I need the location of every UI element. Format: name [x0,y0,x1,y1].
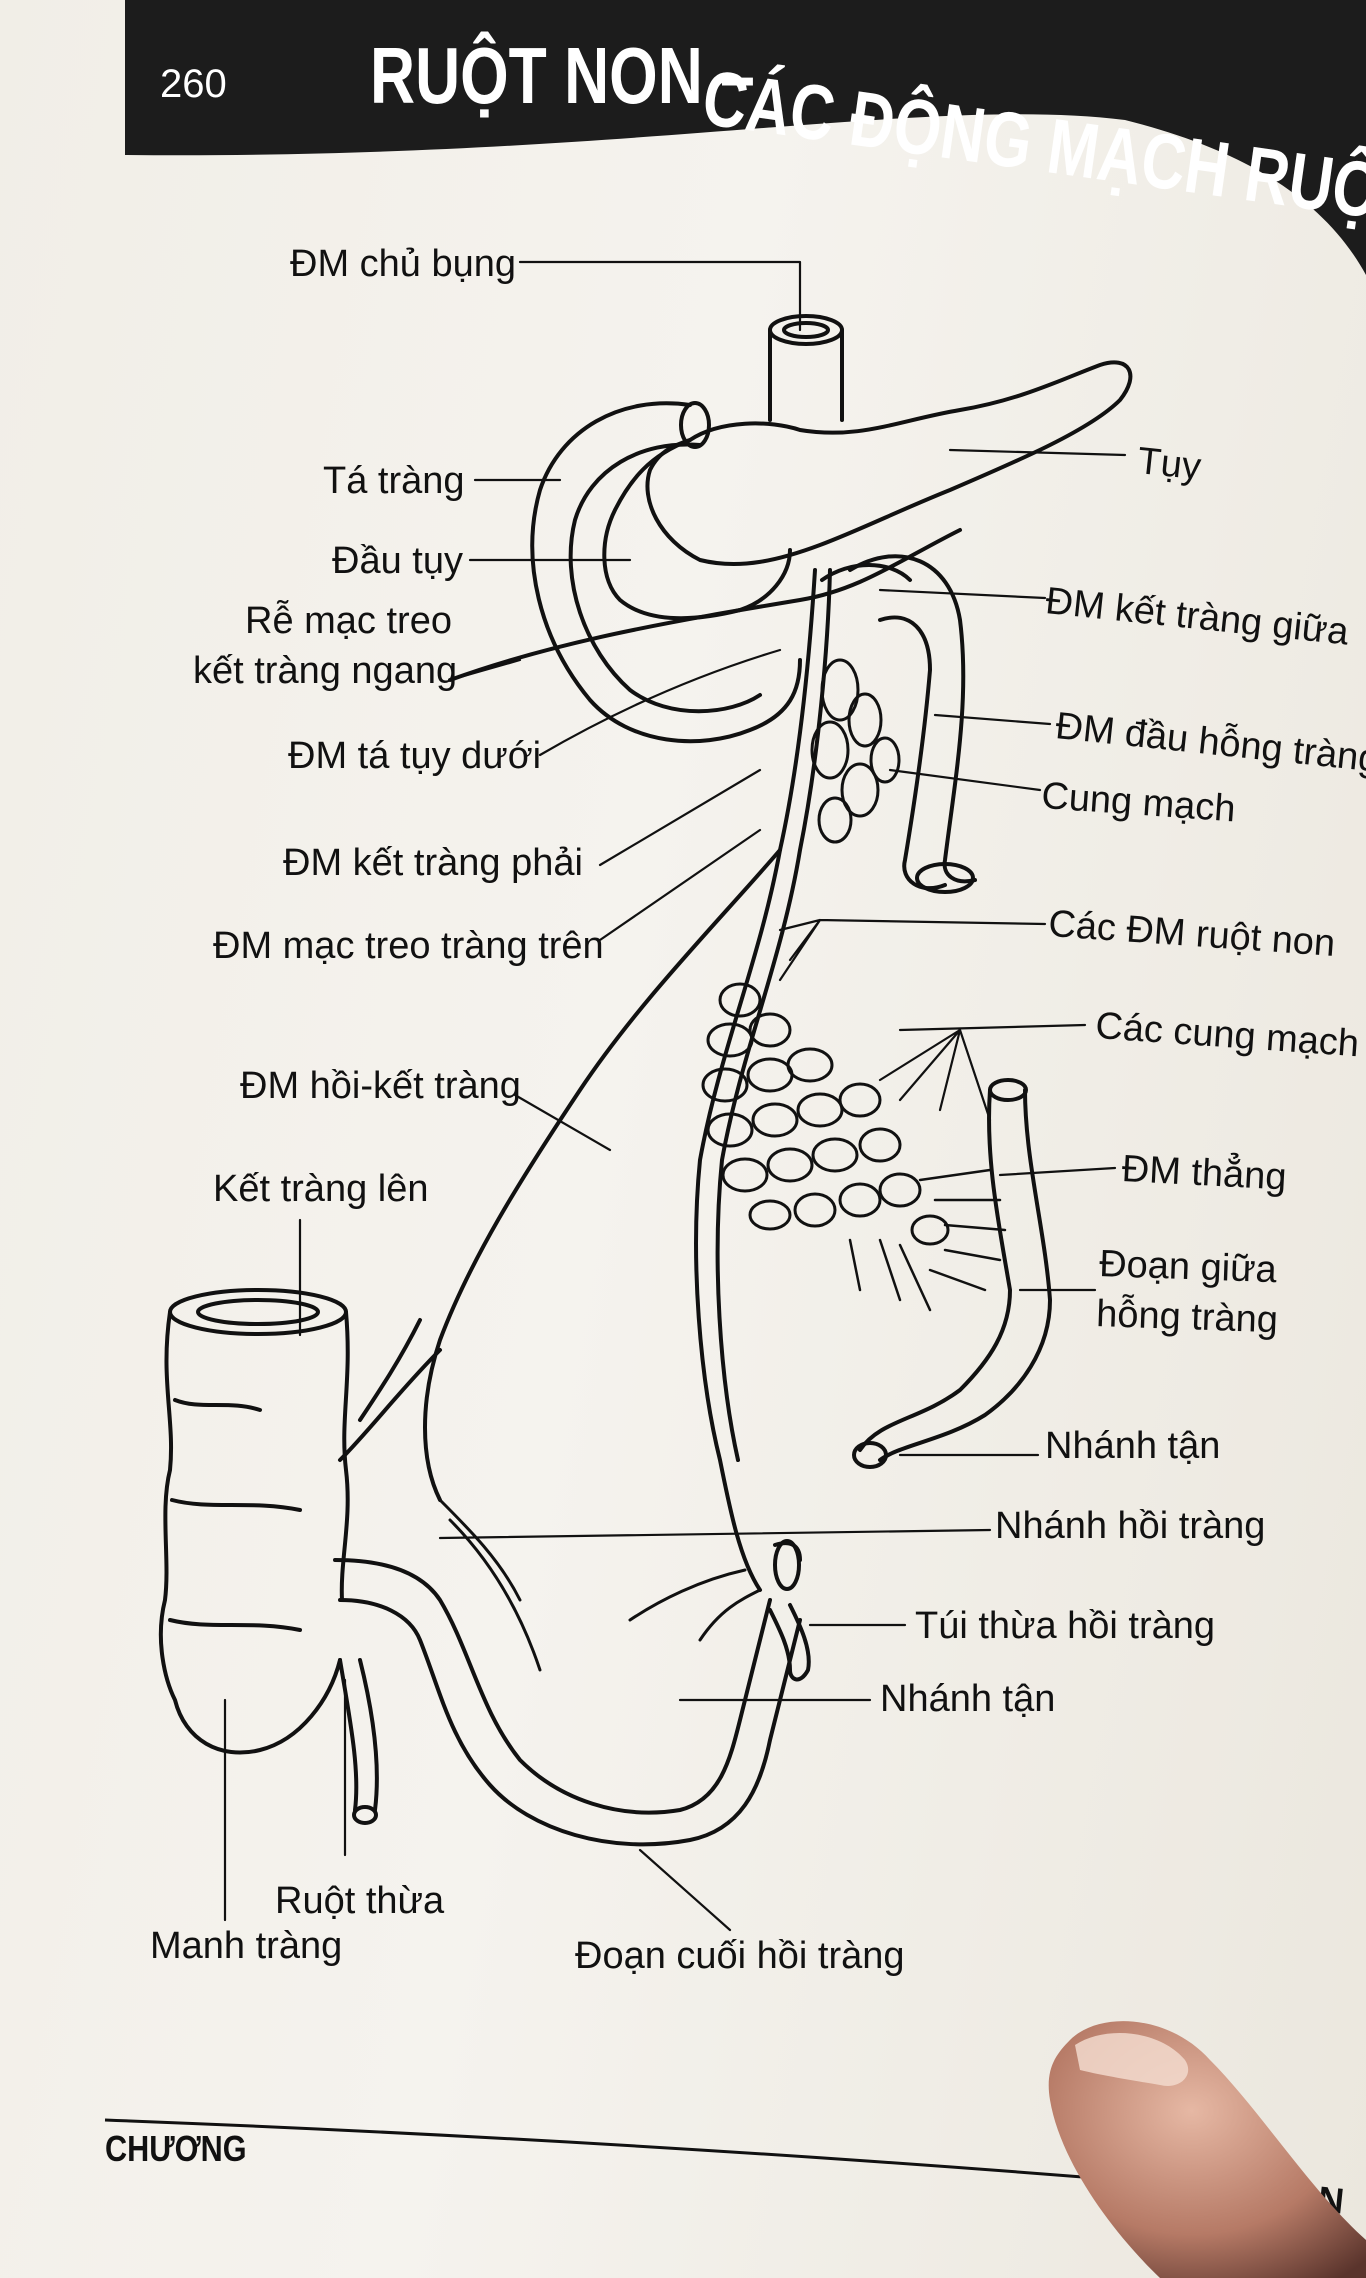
middle-colic-artery [820,563,912,582]
thumb-image [1048,2021,1366,2278]
label-ileocolic: ĐM hồi-kết tràng [240,1065,521,1107]
label-right-colic: ĐM kết tràng phải [283,842,583,884]
celiac-trunk [768,314,844,422]
label-celiac-trunk: ĐM chủ bụng [290,243,517,285]
footer-chapter: CHƯƠNG [105,2128,247,2169]
ascending-colon [158,1288,350,1755]
label-terminal-ileum: Đoạn cuối hồi tràng [575,1935,905,1977]
duodenum [530,401,802,744]
meckel-diverticulum [768,1603,811,1682]
label-superior-mesenteric: ĐM mạc treo tràng trên [213,925,604,967]
superior-mesenteric-artery [694,568,832,1592]
page-title-part1: RUỘT NON – [370,31,755,120]
leader-lines [223,260,1127,1932]
mid-jejunum [852,1078,1052,1469]
ileal-branches [438,1498,762,1672]
terminal-ileum [333,1539,802,1847]
pancreas-shape [645,360,1133,566]
upper-arcades [810,658,901,844]
header-band [125,0,1366,275]
label-appendix: Ruột thừa [275,1880,445,1922]
label-duodenum: Tá tràng [323,460,465,502]
label-pancreas-head: Đầu tụy [332,540,463,582]
page-number: 260 [160,62,227,106]
label-terminal-branch-lower: Nhánh tận [880,1678,1056,1720]
label-inferior-pancreaticoduodenal: ĐM tá tụy dưới [288,735,542,777]
ileocolic-artery [423,848,782,1502]
label-meckel-diverticulum: Túi thừa hồi tràng [915,1605,1216,1647]
pancreas-head [602,438,792,621]
upper-jejunum [848,554,977,894]
label-terminal-branch-upper: Nhánh tận [1045,1425,1221,1467]
label-ileal-branch: Nhánh hồi tràng [995,1505,1266,1547]
label-ascending-colon: Kết tràng lên [213,1168,429,1210]
right-colic-branch [338,1318,442,1462]
label-mesocolon-line1: Rễ mạc treo [245,600,452,642]
label-mesocolon-line2: kết tràng ngang [193,650,458,692]
label-cecum: Manh tràng [150,1925,343,1967]
vasa-recta [848,1168,1007,1312]
mesocolon-root [448,528,962,682]
appendix [338,1658,379,1825]
middle-arcades [701,982,950,1246]
